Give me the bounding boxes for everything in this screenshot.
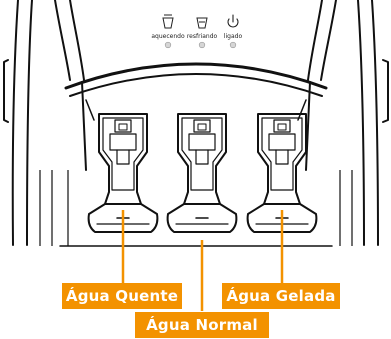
callout-cold: Água Gelada: [222, 283, 340, 309]
callout-normal: Água Normal: [135, 312, 269, 338]
tap-normal[interactable]: [166, 113, 238, 233]
callout-hot: Água Quente: [62, 283, 182, 309]
status-panel: aquecendo resfriando ligado: [151, 14, 243, 49]
cooling-label: resfriando: [187, 33, 218, 40]
callout-leaders: [121, 210, 284, 311]
heating-led: [164, 41, 172, 49]
hot-cup-icon: [162, 14, 174, 29]
heating-label: aquecendo: [151, 33, 185, 40]
drip-slots: [39, 170, 353, 246]
power-led: [229, 41, 237, 49]
power-icon: [227, 14, 239, 28]
cooling-led: [198, 41, 206, 49]
indicator-leds: [164, 41, 237, 49]
power-label: ligado: [224, 33, 243, 40]
cold-cup-icon: [196, 17, 208, 29]
dispensing-recess: [59, 62, 333, 247]
dispenser-body: [3, 0, 389, 246]
